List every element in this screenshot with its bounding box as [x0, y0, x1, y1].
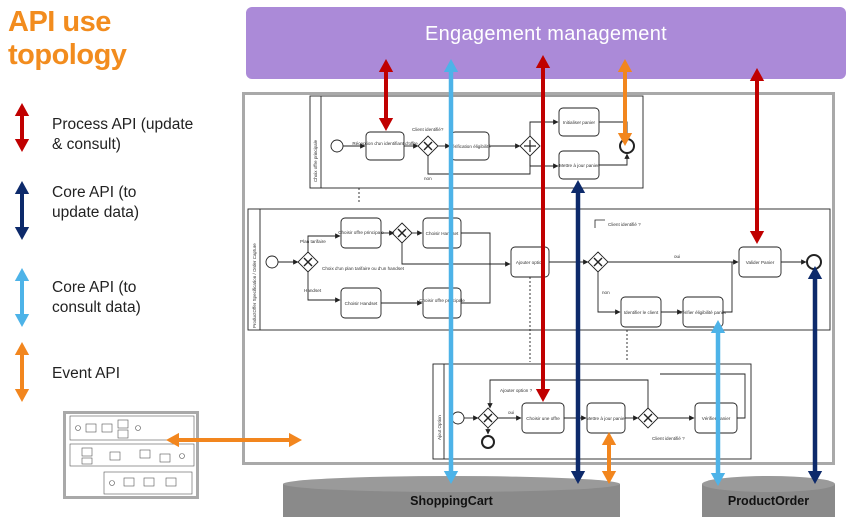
legend-label: update data) — [52, 204, 140, 221]
page-title: API use topology — [8, 6, 127, 72]
flow-label: Ajouter option ? — [500, 388, 533, 393]
shoppingcart-label: ShoppingCart — [410, 494, 493, 508]
parallel-gateway-marks — [524, 140, 536, 152]
legend-label: & consult) — [52, 136, 121, 153]
start-event — [451, 411, 465, 425]
flow-label: oui — [508, 410, 514, 415]
flow-labels: Client identifié? non Plan tarifaire Cho… — [300, 127, 685, 441]
bpmn-diagram — [247, 95, 831, 460]
legend-process-api-icon-head — [14, 139, 30, 152]
lane-label-bottom: Ajout Option — [437, 415, 442, 440]
core-api-update-arrow-head — [570, 471, 586, 484]
core-api-update-arrow-head — [807, 471, 823, 484]
task-choix-offre-bottom — [422, 287, 462, 319]
event-api-arrow-head — [601, 471, 617, 484]
flow-label: Handset — [304, 288, 322, 293]
productorder-label: ProductOrder — [728, 494, 809, 508]
legend-core-api-update: Core API (to update data) — [52, 183, 139, 223]
legend-core-api-consult-icon-head — [14, 314, 30, 327]
flow-label: Choix d'un plan tarifaire ou d'un handse… — [322, 266, 405, 271]
flow-label: Plan tarifaire — [300, 239, 326, 244]
legend-process-api-icon-head — [14, 103, 30, 116]
task-label: Choisir une offre — [526, 416, 560, 421]
legend-core-api-update-icon-head — [14, 181, 30, 194]
flow-label: oui — [674, 254, 680, 259]
process-api-arrow-head — [378, 59, 394, 72]
task-label: Vérifier éligibilité panier — [679, 310, 727, 315]
process-api-arrow-head — [535, 389, 551, 402]
legend-event-api-icon-head — [14, 342, 30, 355]
task-label: Réception d'un identifiant d'offre — [352, 141, 418, 146]
core-api-update-arrow-head — [807, 266, 823, 279]
core-api-update-arrow-head — [570, 180, 586, 193]
task-label: Initialiser panier — [563, 120, 596, 125]
task-label: Vérification éligibilité — [449, 144, 491, 149]
flow-label: Client identifié ? — [608, 222, 641, 227]
task-label: Valider Panier — [746, 260, 775, 265]
end-event — [481, 435, 495, 449]
process-api-arrow-head — [378, 118, 394, 131]
process-api-arrow-head — [749, 231, 765, 244]
flow-label: non — [602, 290, 610, 295]
task-label: Choisir Handset — [345, 301, 378, 306]
legend-label: consult data) — [52, 299, 141, 316]
task-label: Identifier le client — [624, 310, 659, 315]
task-label: Choisir offre principale — [338, 230, 384, 235]
process-api-arrow-head — [535, 55, 551, 68]
flow-label: non — [424, 176, 432, 181]
flow-label: Client identifié? — [412, 127, 444, 132]
flow-label: Client identifié ? — [652, 436, 685, 441]
shoppingcart-database: ShoppingCart — [283, 476, 620, 517]
start-event — [265, 255, 279, 269]
task-label: Choisir offre principale — [419, 298, 465, 303]
lane-middle — [247, 208, 831, 331]
lane-bottom — [432, 363, 752, 460]
thumbnail-diagram — [69, 415, 195, 495]
task-reception — [365, 131, 405, 161]
event-api-arrow-head — [601, 432, 617, 445]
event-api-arrow-head — [166, 432, 179, 448]
event-api-arrow-head — [617, 133, 633, 146]
legend-arrows — [14, 103, 30, 402]
title-line-1: API use — [8, 6, 111, 38]
task-label: Mettre à jour panier — [586, 416, 626, 421]
legend-label: Core API (to — [52, 279, 137, 296]
legend-core-api-update-icon-head — [14, 227, 30, 240]
legend-label: Process API (update — [52, 116, 194, 133]
process-thumbnail — [63, 411, 199, 499]
task-label: Choisir Handset — [426, 231, 459, 236]
lane-label-top: Choix offre principale — [313, 139, 318, 182]
task-label: Ajouter option — [516, 260, 545, 265]
core-api-consult-arrow-head — [443, 59, 459, 72]
core-api-consult-arrow-head — [443, 471, 459, 484]
legend-core-api-consult: Core API (to consult data) — [52, 278, 141, 318]
legend-event-api: Event API — [52, 364, 120, 384]
legend-process-api: Process API (update & consult) — [52, 115, 193, 155]
gateway — [637, 407, 659, 429]
task-label: Mettre à jour panier — [559, 163, 599, 168]
end-event — [806, 254, 822, 270]
lane-top — [309, 95, 644, 189]
start-event — [330, 139, 344, 153]
api-arrows — [166, 55, 823, 486]
legend-core-api-consult-icon-head — [14, 268, 30, 281]
process-api-arrow-head — [749, 68, 765, 81]
legend-label: Event API — [52, 365, 121, 382]
core-api-consult-arrow-head — [710, 320, 726, 333]
event-api-arrow-head — [289, 432, 302, 448]
core-api-consult-arrow-head — [710, 473, 726, 486]
legend-label: Core API (to — [52, 184, 137, 201]
title-line-2: topology — [8, 39, 127, 71]
event-api-arrow-head — [617, 59, 633, 72]
lane-label-middle: ProductOffer Specification / Order Captu… — [252, 243, 257, 328]
legend-event-api-icon-head — [14, 389, 30, 402]
gateway-marks — [303, 141, 653, 423]
productorder-database: ProductOrder — [702, 476, 835, 517]
